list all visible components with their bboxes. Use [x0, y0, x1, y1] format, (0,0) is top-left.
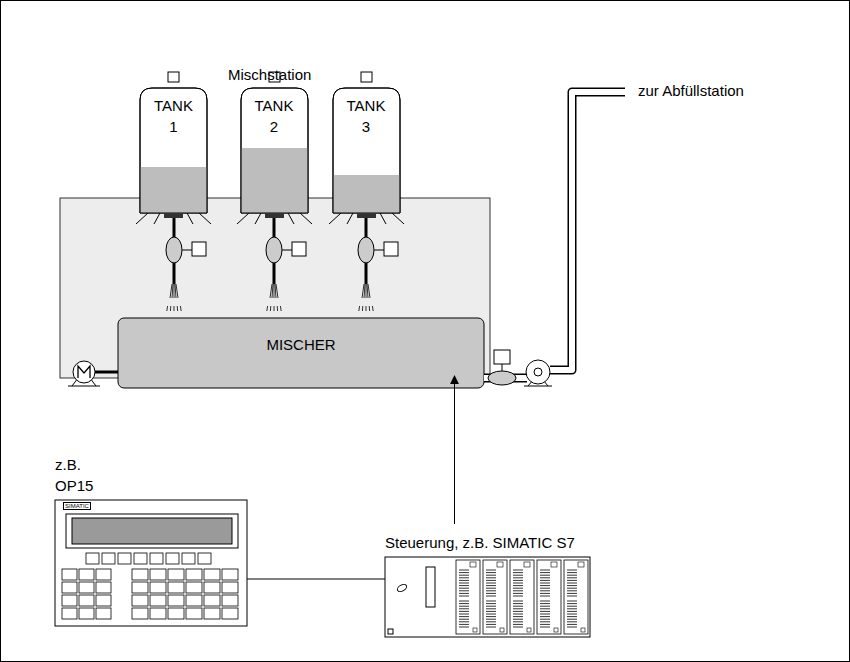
- node-text: TANK 3: [347, 95, 386, 137]
- valve: [166, 218, 206, 311]
- destination-label: zur Abfüllstation: [638, 82, 744, 100]
- device-caption: Steuerung, z.B. SIMATIC S7: [385, 532, 575, 553]
- operator-panel-box: z.B. OP15: [55, 500, 247, 626]
- mixer-motor: [68, 361, 118, 386]
- mixer-box: MISCHER: [118, 318, 484, 370]
- tank-label-box: TANK 3: [333, 92, 399, 146]
- tank-label-box: TANK 2: [241, 92, 307, 146]
- mixer-vessel: [118, 318, 484, 388]
- tank-label-box: TANK 1: [140, 92, 207, 146]
- tank-drawing: [136, 72, 211, 224]
- plc-rack: [385, 557, 590, 637]
- tank-group: [136, 72, 404, 224]
- controller-box: Steuerung, z.B. SIMATIC S7: [385, 557, 590, 637]
- outlet-pipe: [484, 92, 626, 386]
- node-text: TANK 2: [255, 95, 294, 137]
- tank-drawing: [329, 72, 404, 224]
- node-text: MISCHER: [266, 334, 335, 355]
- control-arrow: [454, 376, 455, 524]
- valve: [266, 218, 306, 311]
- tank-drawing: [237, 72, 312, 224]
- operator-panel: [55, 500, 247, 626]
- brand-logo: SIMATIC: [63, 502, 91, 510]
- signal-line: [247, 579, 385, 580]
- valve-group: [166, 218, 398, 311]
- device-caption: z.B. OP15: [55, 454, 93, 496]
- station-title: Mischstation: [228, 66, 311, 84]
- valve: [358, 218, 398, 311]
- node-text: TANK 1: [154, 95, 193, 137]
